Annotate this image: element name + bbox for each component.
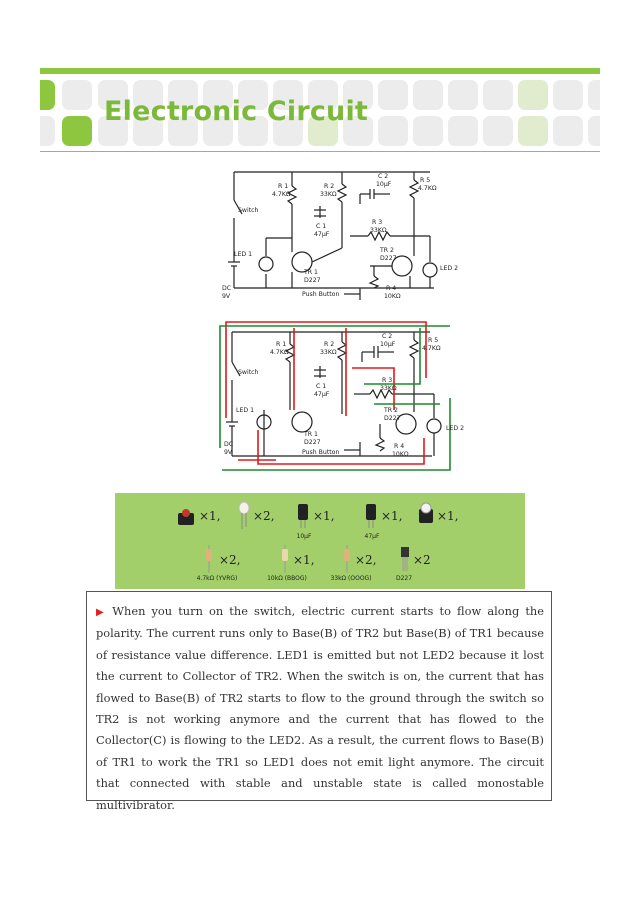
resistor-33k-part-icon: [344, 545, 350, 573]
r3-value: 33KΩ: [370, 227, 387, 234]
page-title: Electronic Circuit: [104, 96, 369, 127]
switch-count: ×1,: [437, 509, 459, 523]
tr2-label: TR 2: [379, 247, 394, 254]
dc-value: 9V: [224, 449, 233, 456]
r1-label: R 1: [278, 183, 288, 190]
r3-value: 33KΩ: [380, 385, 397, 392]
r5-label: R 5: [428, 337, 438, 344]
dc-label: DC: [224, 441, 233, 448]
resistor-10k-count: ×1,: [293, 553, 315, 567]
push-button-label: Push Button: [302, 449, 339, 456]
led1-label: LED 1: [234, 251, 252, 258]
r5-label: R 5: [420, 177, 430, 184]
r1-value: 4.7KΩ: [270, 349, 289, 356]
transistor-label: D227: [395, 575, 413, 582]
capacitor-10uf-part-icon: [298, 504, 308, 528]
transistor-part-icon: [401, 547, 409, 571]
r4-value: 10KΩ: [384, 293, 401, 300]
switch-label: Switch: [238, 369, 259, 376]
c2-label: C 2: [378, 173, 388, 180]
resistor-10k-part-icon: [282, 545, 288, 573]
capacitor-10uf-count: ×1,: [313, 509, 335, 523]
led-count: ×2,: [253, 509, 275, 523]
r3-label: R 3: [382, 377, 392, 384]
resistor-4k7-part-icon: [206, 545, 212, 573]
push-button-part-icon: [178, 509, 194, 525]
resistor-10k-label: 10kΩ (BBOG): [267, 575, 307, 582]
resistor-4k7-count: ×2,: [219, 553, 241, 567]
description-box: ▶ When you turn on the switch, electric …: [86, 591, 552, 812]
led2-label: LED 2: [440, 265, 458, 272]
r1-label: R 1: [276, 341, 286, 348]
r2-label: R 2: [324, 183, 334, 190]
header-bottom-rule: [40, 151, 600, 152]
r4-label: R 4: [386, 285, 396, 292]
switch-label: Switch: [238, 207, 259, 214]
transistor-count: ×2: [413, 553, 431, 567]
resistor-4k7-label: 4.7kΩ (YVRG): [196, 575, 238, 582]
tr1-label: TR 1: [303, 431, 318, 438]
circuit-diagram-current-flow: R 1 4.7KΩ R 2 33KΩ C 2 10μF R 5 4.7KΩ Sw…: [219, 321, 464, 471]
tr2-part: D227: [380, 255, 397, 262]
resistor-33k-label: 33kΩ (OOOG): [330, 575, 372, 582]
r2-value: 33KΩ: [320, 349, 337, 356]
c2-label: C 2: [382, 333, 392, 340]
header-tiles: [40, 80, 600, 146]
tr2-label: TR 2: [383, 407, 398, 414]
description-paragraph: ▶ When you turn on the switch, electric …: [96, 601, 544, 816]
bullet-marker-icon: ▶: [96, 607, 107, 618]
r3-label: R 3: [372, 219, 382, 226]
c2-value: 10μF: [376, 181, 392, 188]
r5-value: 4.7KΩ: [418, 185, 437, 192]
tr1-part: D227: [304, 439, 321, 446]
parts-list-panel: ×1, ×2, ×1, 10μF ×1, 47μF ×1, ×2, 4.7kΩ …: [115, 493, 525, 589]
dc-label: DC: [222, 285, 231, 292]
switch-part-icon: [419, 502, 433, 523]
circuit-diagram-plain: R 1 4.7KΩ R 2 33KΩ C 2 10μF R 5 4.7KΩ Sw…: [222, 171, 458, 300]
capacitor-47uf-count: ×1,: [381, 509, 403, 523]
header-top-bar: [40, 68, 600, 74]
led2-label: LED 2: [446, 425, 464, 432]
push-button-count: ×1,: [199, 509, 221, 523]
dc-value: 9V: [222, 293, 231, 300]
c1-value: 47μF: [314, 231, 330, 238]
led-part-icon: [238, 501, 250, 529]
c1-label: C 1: [316, 383, 326, 390]
led1-label: LED 1: [236, 407, 254, 414]
description-text: When you turn on the switch, electric cu…: [96, 604, 544, 812]
push-button-label: Push Button: [302, 291, 339, 298]
r2-value: 33KΩ: [320, 191, 337, 198]
tr2-part: D227: [384, 415, 401, 422]
r4-label: R 4: [394, 443, 404, 450]
r4-value: 10KΩ: [392, 451, 409, 458]
capacitor-47uf-label: 47μF: [364, 533, 380, 540]
tr1-label: TR 1: [303, 269, 318, 276]
c1-label: C 1: [316, 223, 326, 230]
capacitor-47uf-part-icon: [366, 504, 376, 528]
r5-value: 4.7KΩ: [422, 345, 441, 352]
resistor-33k-count: ×2,: [355, 553, 377, 567]
r2-label: R 2: [324, 341, 334, 348]
c1-value: 47μF: [314, 391, 330, 398]
c2-value: 10μF: [380, 341, 396, 348]
r1-value: 4.7KΩ: [272, 191, 291, 198]
tr1-part: D227: [304, 277, 321, 284]
capacitor-10uf-label: 10μF: [296, 533, 312, 540]
